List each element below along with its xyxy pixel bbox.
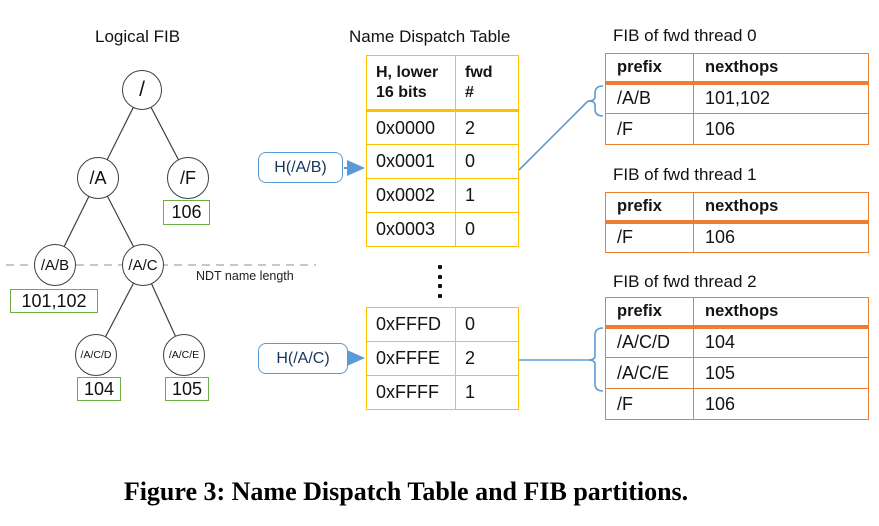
fib-thread2-title: FIB of fwd thread 2 [613, 272, 757, 291]
fib-thread1-title: FIB of fwd thread 1 [613, 165, 757, 184]
tree-node-f: /F [167, 157, 209, 199]
table-row: /F 106 [605, 221, 869, 253]
ndt-table-lower: 0xFFFD 0 0xFFFE 2 0xFFFF 1 [366, 307, 519, 410]
fib-col-prefix: prefix [605, 192, 694, 224]
table-row: 0xFFFD 0 [366, 307, 519, 342]
fib-thread1-table: prefix nexthops /F 106 [605, 192, 869, 253]
table-row: 0xFFFE 2 [366, 341, 519, 376]
brace-thread2-icon [587, 327, 604, 392]
fib-thread0-title: FIB of fwd thread 0 [613, 26, 757, 45]
fib-col-nexthops: nexthops [693, 297, 869, 329]
table-row: /F 106 [605, 113, 869, 145]
ndt-col-fwd: fwd # [455, 55, 519, 112]
tree-node-root: / [122, 70, 162, 110]
hash-box-ac: H(/A/C) [258, 343, 348, 374]
table-row: 0x0001 0 [366, 144, 519, 179]
nexthop-box-acd: 104 [77, 377, 121, 401]
fib-col-prefix: prefix [605, 297, 694, 329]
nexthop-box-ace: 105 [165, 377, 209, 401]
vertical-ellipsis-icon [438, 265, 442, 298]
table-row: /A/B 101,102 [605, 82, 869, 114]
table-row: 0x0000 2 [366, 110, 519, 145]
table-row: 0xFFFF 1 [366, 375, 519, 410]
tree-node-acd: /A/C/D [75, 334, 117, 376]
nexthop-box-ab: 101,102 [10, 289, 98, 313]
table-row: 0x0003 0 [366, 212, 519, 247]
table-row: /A/C/E 105 [605, 357, 869, 389]
fib-col-nexthops: nexthops [693, 53, 869, 85]
ndt-col-hash: H, lower 16 bits [366, 55, 456, 112]
hash-box-ab: H(/A/B) [258, 152, 343, 183]
link-line-thread0 [518, 100, 589, 171]
tree-node-ab: /A/B [34, 244, 76, 286]
nexthop-box-f: 106 [163, 200, 210, 225]
tree-node-a: /A [77, 157, 119, 199]
brace-thread0-icon [587, 85, 604, 117]
fib-thread2-table: prefix nexthops /A/C/D 104 /A/C/E 105 /F… [605, 297, 869, 420]
figure-caption: Figure 3: Name Dispatch Table and FIB pa… [123, 477, 689, 506]
fib-thread0-table: prefix nexthops /A/B 101,102 /F 106 [605, 53, 869, 145]
ndt-cutoff-label: NDT name length [196, 269, 294, 283]
ndt-title: Name Dispatch Table [349, 27, 511, 46]
table-row: /A/C/D 104 [605, 326, 869, 358]
tree-node-ac: /A/C [122, 244, 164, 286]
fib-col-nexthops: nexthops [693, 192, 869, 224]
table-row: /F 106 [605, 388, 869, 420]
fib-col-prefix: prefix [605, 53, 694, 85]
logical-fib-title: Logical FIB [95, 27, 181, 46]
ndt-table-upper: H, lower 16 bits fwd # 0x0000 2 0x0001 0… [366, 55, 519, 247]
tree-node-ace: /A/C/E [163, 334, 205, 376]
table-row: 0x0002 1 [366, 178, 519, 213]
